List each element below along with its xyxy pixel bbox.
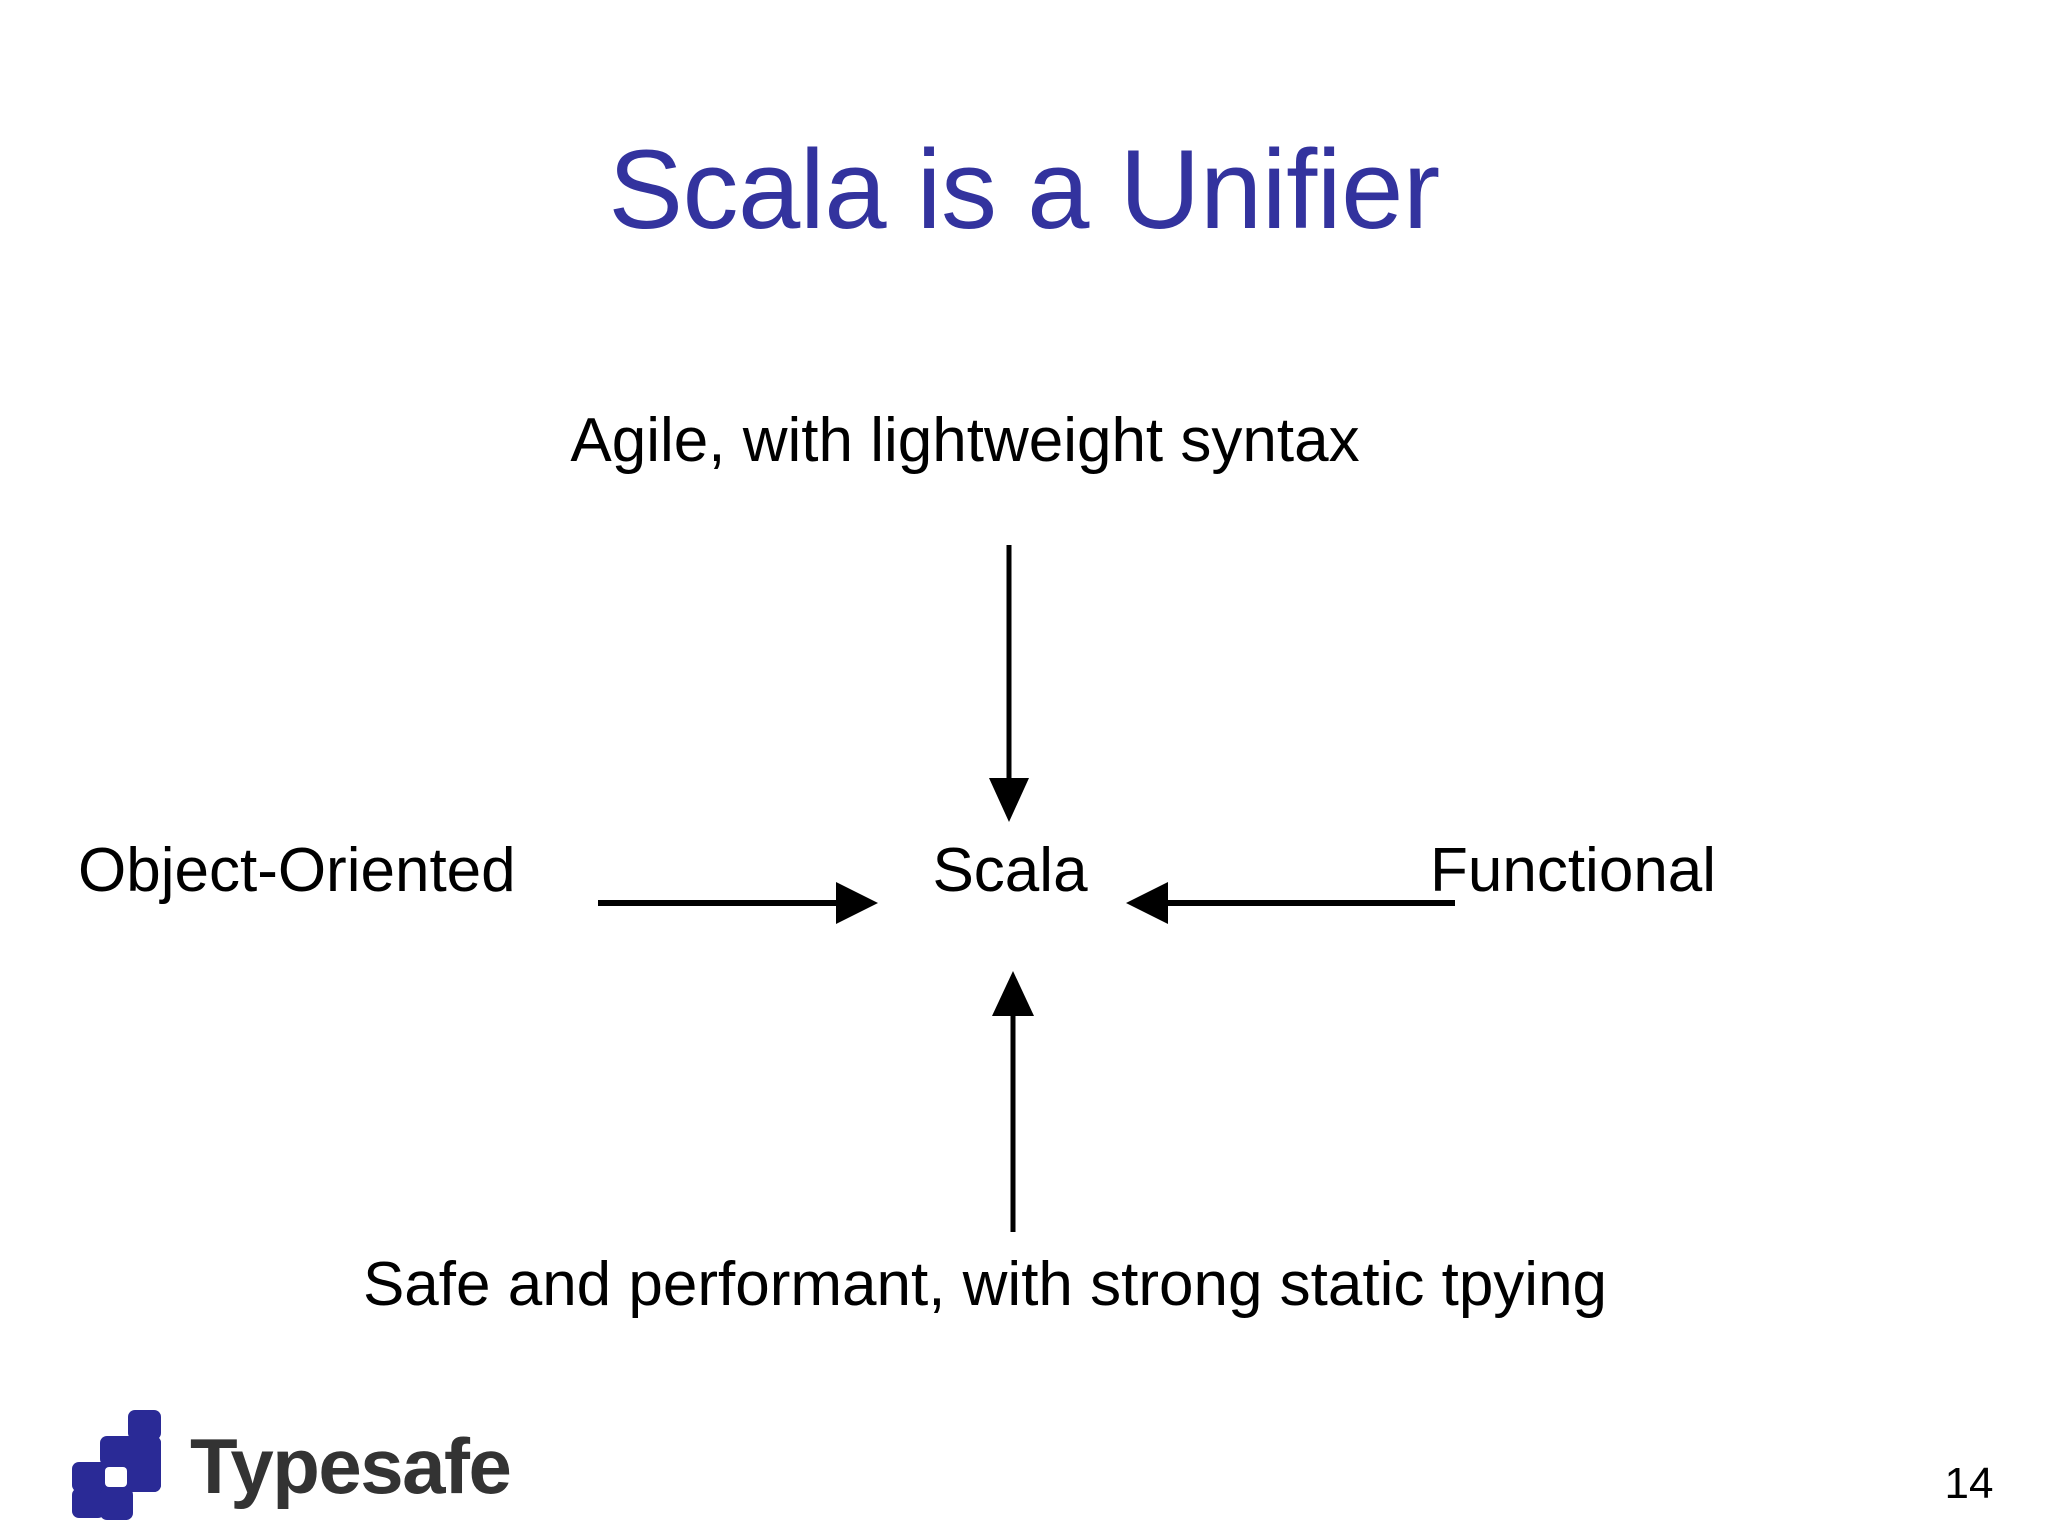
page-title: Scala is a Unifier xyxy=(608,127,1440,252)
arrow-down-icon xyxy=(989,545,1029,822)
typesafe-wordmark: Typesafe xyxy=(190,1422,512,1510)
typesafe-hash-icon xyxy=(72,1410,161,1520)
diagram-label-center: Scala xyxy=(932,836,1088,905)
diagram-label-top: Agile, with lightweight syntax xyxy=(570,406,1360,475)
diagram-label-left: Object-Oriented xyxy=(78,836,516,905)
page-number: 14 xyxy=(1944,1459,1994,1508)
typesafe-logo: Typesafe xyxy=(72,1406,512,1526)
diagram-label-bottom: Safe and performant, with strong static … xyxy=(362,1250,1608,1319)
diagram-label-right: Functional xyxy=(1430,836,1717,905)
arrow-up-icon xyxy=(992,971,1034,1232)
